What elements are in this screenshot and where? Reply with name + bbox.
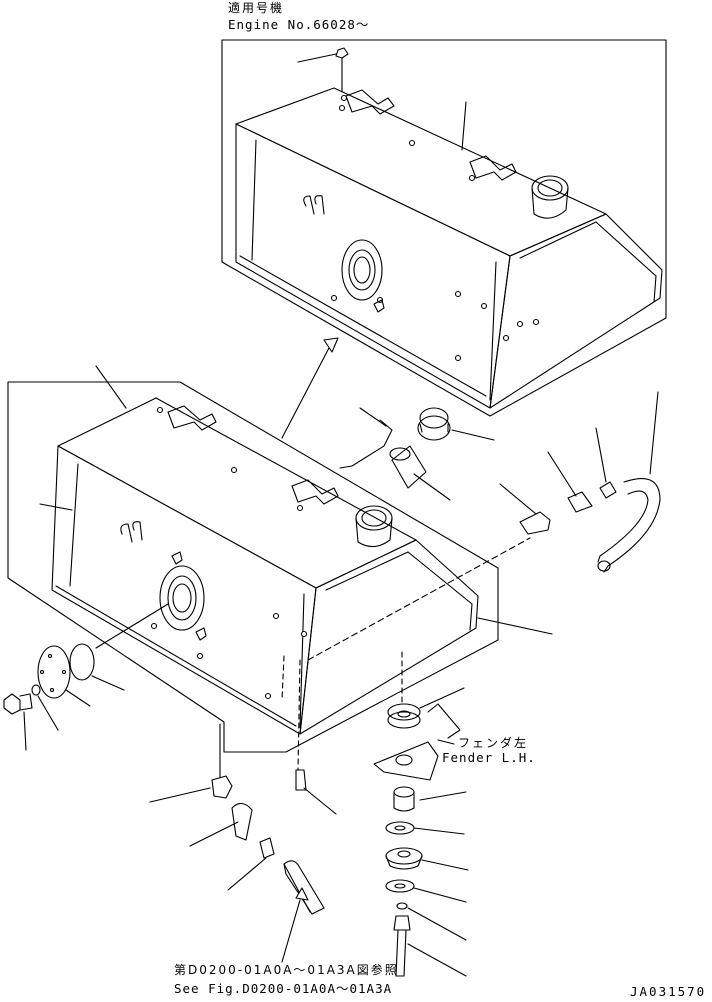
mount-parts [373,651,469,977]
see-fig-label-en: See Fig.D0200-01A0A～01A3A [174,981,393,996]
applicability-heading: 適用号機 [228,1,285,15]
inset-frame [221,39,667,417]
engine-number-label: Engine No.66028～ [228,17,370,32]
drain-fittings [149,655,337,963]
drawing-number: JA031570 [630,984,707,999]
arrow-to-inset [281,337,339,439]
fender-label-en: Fender L.H. [442,750,536,765]
gauge-cover-parts [3,603,169,751]
main-fuel-tank [39,365,531,735]
inset-fuel-tank [235,47,663,409]
see-fig-label-jp: 第D0200-01A0A～01A3A図参照 [174,963,399,977]
fender-label-jp: フェンダ左 [458,736,529,750]
main-frame [7,381,499,753]
filler-parts [339,391,661,635]
